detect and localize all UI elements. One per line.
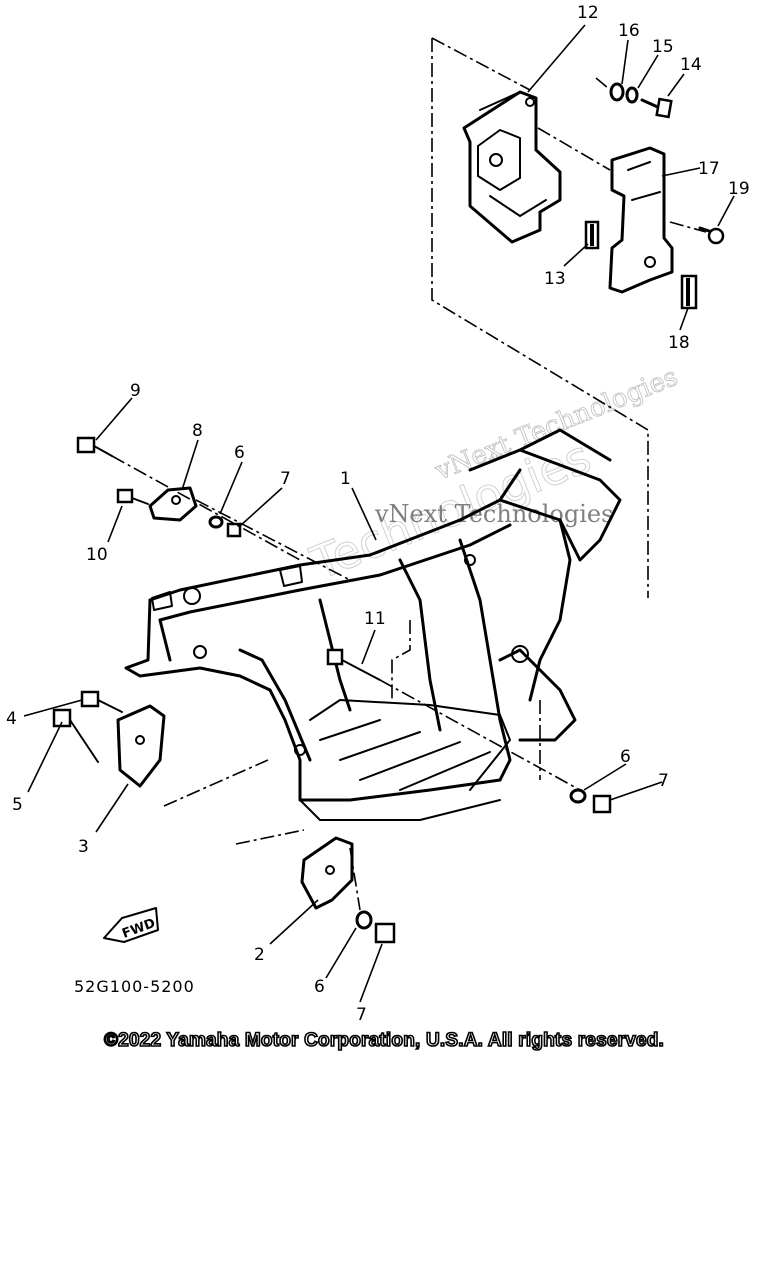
callout-6-right: 6 (620, 747, 631, 767)
bracket-3 (116, 704, 166, 788)
bolt-5 (52, 708, 99, 763)
callout-3: 3 (78, 837, 89, 857)
callout-2: 2 (254, 945, 265, 965)
hardware-6-7-upper (208, 515, 242, 538)
callout-labels: 12 16 15 14 17 19 13 18 9 8 6 7 1 10 11 … (6, 3, 750, 1025)
callout-7-lower: 7 (356, 1005, 367, 1025)
hardware-6-7-right (569, 788, 612, 814)
part-code: 52G100-5200 (74, 977, 195, 996)
bracket-group-outline (431, 37, 707, 598)
spacer-18 (680, 274, 698, 310)
callout-14: 14 (680, 55, 702, 75)
bracket-8 (148, 486, 198, 522)
copyright-notice: ©2022 Yamaha Motor Corporation, U.S.A. A… (103, 1029, 665, 1052)
callout-6-upper: 6 (234, 443, 245, 463)
callout-7-upper: 7 (280, 469, 291, 489)
callout-5: 5 (12, 795, 23, 815)
callout-7-right: 7 (658, 771, 669, 791)
fwd-label: FWD (120, 916, 157, 942)
engine-bracket-17 (608, 146, 674, 294)
bracket-2 (300, 836, 354, 910)
bolt-19 (698, 226, 725, 245)
callout-19: 19 (728, 179, 750, 199)
callout-13: 13 (544, 269, 566, 289)
fwd-arrow: FWD (103, 907, 159, 943)
spacer-13 (584, 220, 600, 250)
callout-18: 18 (668, 333, 690, 353)
bolt-10 (116, 488, 149, 505)
hardware-14-15-16 (609, 82, 673, 119)
bolt-11 (326, 648, 381, 681)
callout-leaders (23, 24, 735, 1003)
main-frame (124, 428, 622, 821)
bolt-9 (76, 436, 113, 457)
callout-8: 8 (192, 421, 203, 441)
bolt-4 (80, 690, 123, 713)
callout-10: 10 (86, 545, 108, 565)
callout-1: 1 (340, 469, 351, 489)
callout-11: 11 (364, 609, 386, 629)
callout-9: 9 (130, 381, 141, 401)
callout-6-lower: 6 (314, 977, 325, 997)
callout-4: 4 (6, 709, 17, 729)
callout-12: 12 (577, 3, 599, 23)
hardware-6-7-lower (355, 910, 396, 944)
engine-bracket-12 (462, 90, 562, 244)
callout-15: 15 (652, 37, 674, 57)
callout-16: 16 (618, 21, 640, 41)
assembly-lines (111, 455, 581, 911)
callout-17: 17 (698, 159, 720, 179)
